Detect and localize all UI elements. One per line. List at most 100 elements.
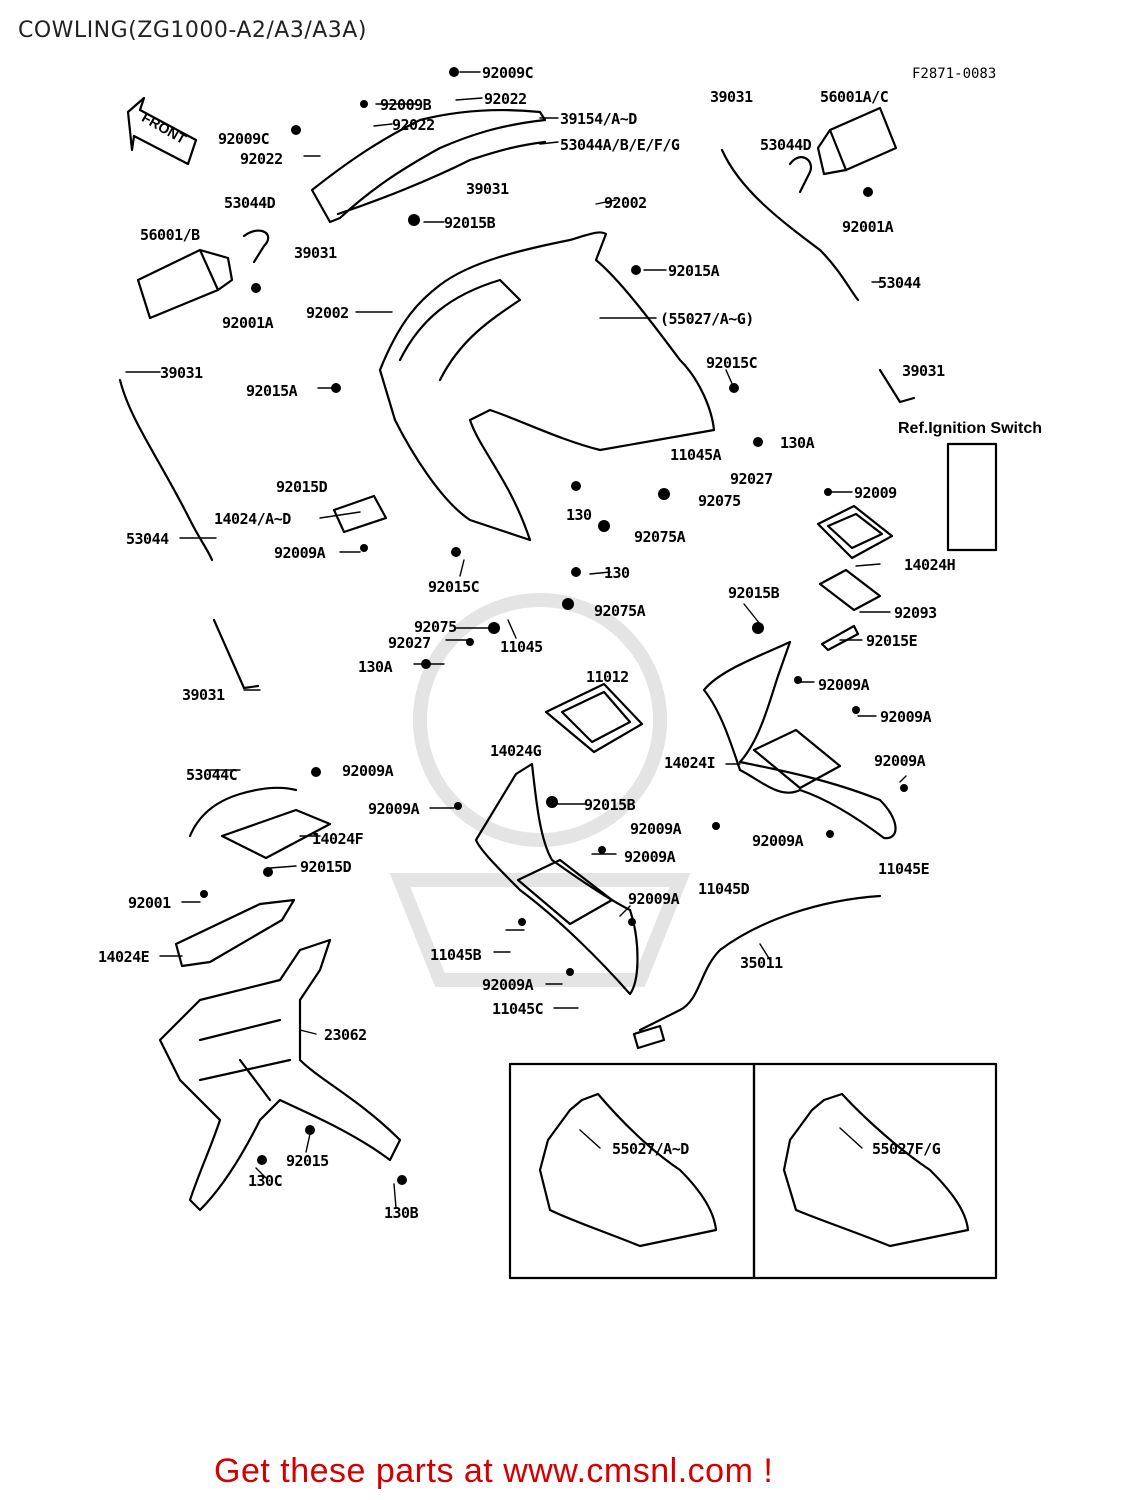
part-label: 92002 <box>306 304 349 322</box>
cover-14024e <box>174 898 296 968</box>
fastener <box>263 867 273 877</box>
part-label: 92009A <box>880 708 932 726</box>
fastener <box>794 676 802 684</box>
part-label: 92015C <box>706 354 758 372</box>
windscreen-edge <box>336 140 547 216</box>
part-label: 92027 <box>730 470 773 488</box>
fastener <box>712 822 720 830</box>
fastener <box>562 598 574 610</box>
part-label: 92009A <box>624 848 676 866</box>
part-label: 92015D <box>276 478 328 496</box>
part-label: 39154/A~D <box>560 110 637 128</box>
part-label: 53044C <box>186 766 238 784</box>
fastener <box>397 1175 407 1185</box>
part-label: 14024E <box>98 948 150 966</box>
part-label: 92009B <box>380 96 432 114</box>
part-label: 11045D <box>698 880 750 898</box>
fastener <box>571 481 581 491</box>
fastener <box>449 67 459 77</box>
part-label: 11045A <box>670 446 722 464</box>
bracket-23062 <box>158 938 402 1212</box>
part-label: 92075A <box>594 602 646 620</box>
part-label: 130A <box>358 658 393 676</box>
part-label: 92075 <box>698 492 741 510</box>
part-label: 11045 <box>500 638 543 656</box>
part-label: 92015A <box>246 382 298 400</box>
trim-53044c <box>188 786 298 838</box>
panel-14024g <box>474 762 639 996</box>
part-label: 92009A <box>628 890 680 908</box>
front-arrow <box>126 96 198 166</box>
part-label: 23062 <box>324 1026 367 1044</box>
mirror-left-mount <box>198 248 234 292</box>
fastener <box>451 547 461 557</box>
inset-box-right <box>752 1062 998 1280</box>
part-label: 92015B <box>444 214 496 232</box>
part-label: 14024/A~D <box>214 510 291 528</box>
page-title: COWLING(ZG1000-A2/A3/A3A) <box>18 18 367 43</box>
mirror-right-hose <box>788 156 813 194</box>
part-label: 92022 <box>392 116 435 134</box>
mirror-left <box>136 248 220 320</box>
part-label: 92075A <box>634 528 686 546</box>
part-label: 130A <box>780 434 815 452</box>
part-label: 92009 <box>854 484 897 502</box>
ref-note: Ref.Ignition Switch <box>898 420 1042 437</box>
hose-right-lower <box>878 368 916 404</box>
part-label: 56001A/C <box>820 88 889 106</box>
part-label: 53044 <box>878 274 921 292</box>
part-label: 92015B <box>728 584 780 602</box>
part-label: 39031 <box>294 244 337 262</box>
fastener <box>566 968 574 976</box>
part-label: 55027F/G <box>872 1140 941 1158</box>
part-label: 92015D <box>300 858 352 876</box>
cover-14024 <box>332 494 388 534</box>
upper-fairing-inner <box>398 278 522 382</box>
part-label: 92075 <box>414 618 457 636</box>
part-label: 92009A <box>818 676 870 694</box>
fastener <box>251 283 261 293</box>
cover-14024h-inner <box>826 512 884 550</box>
mirror-right-mount <box>816 128 848 176</box>
part-label: 92022 <box>240 150 283 168</box>
part-label: 56001/B <box>140 226 200 244</box>
inset-55027-fg <box>782 1092 970 1248</box>
rod-35011 <box>638 894 882 1032</box>
part-label: 11045E <box>878 860 930 878</box>
fastener <box>863 187 873 197</box>
fastener <box>257 1155 267 1165</box>
fastener <box>488 622 500 634</box>
part-label: 92009A <box>274 544 326 562</box>
part-label: 55027/A~D <box>612 1140 689 1158</box>
part-label: 92001A <box>842 218 894 236</box>
fastener <box>331 383 341 393</box>
fastener <box>729 383 739 393</box>
part-label: 39031 <box>182 686 225 704</box>
part-label: 39031 <box>710 88 753 106</box>
part-label: 11045B <box>430 946 482 964</box>
part-label: 92015A <box>668 262 720 280</box>
part-label: 11045C <box>492 1000 544 1018</box>
gasket-92093 <box>818 568 882 612</box>
part-label: 53044D <box>760 136 812 154</box>
part-label: 92015C <box>428 578 480 596</box>
panel-14024i <box>702 640 897 840</box>
fastener <box>628 918 636 926</box>
watermark-logo <box>389 593 691 987</box>
part-label: 130 <box>566 506 592 524</box>
panel-14024i-window <box>752 728 842 790</box>
fastener <box>291 125 301 135</box>
part-label: 92015 <box>286 1152 329 1170</box>
part-label: 92002 <box>604 194 647 212</box>
fastener <box>518 918 526 926</box>
plate-11012 <box>544 682 644 754</box>
part-label: 130B <box>384 1204 419 1222</box>
hose-left-lower <box>212 618 260 690</box>
hose-left-long <box>118 378 214 562</box>
fastener <box>631 265 641 275</box>
part-label: 92009A <box>874 752 926 770</box>
cover-14024f <box>220 808 332 860</box>
promo-banner[interactable]: Get these parts at www.cmsnl.com ! <box>214 1452 774 1490</box>
part-label: 92093 <box>894 604 937 622</box>
part-label: 130C <box>248 1172 283 1190</box>
